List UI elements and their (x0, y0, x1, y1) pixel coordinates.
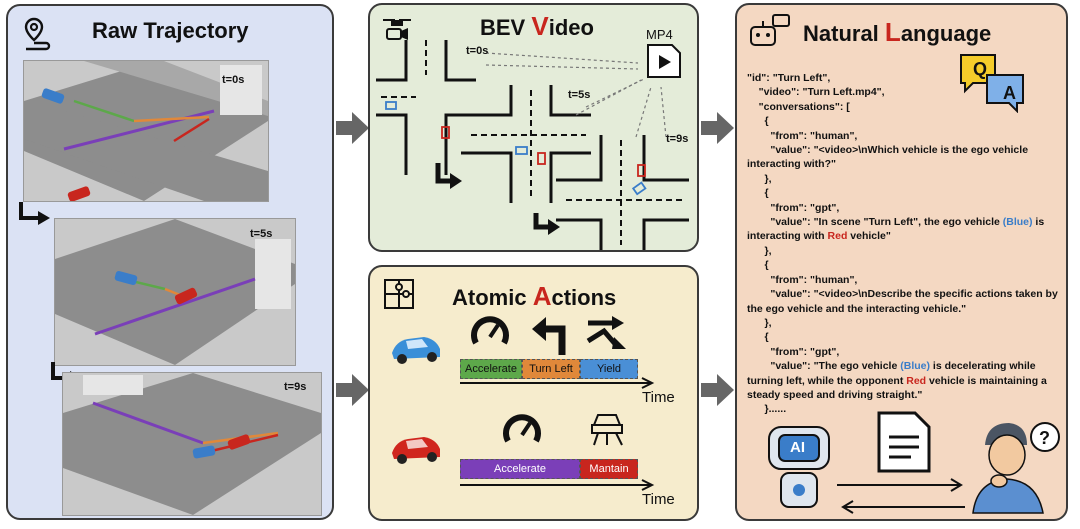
timeline-arrow (460, 479, 655, 491)
natural-language-panel: Natural Language Q A "id": "Turn Left", … (735, 3, 1068, 521)
intersection-illustration (63, 373, 321, 515)
text-span: is decelerating while turning left, whil… (747, 360, 1039, 387)
trajectory-frame-1 (23, 60, 269, 202)
action-segment-accelerate: Accelerate (460, 459, 580, 479)
code-line: "value": "In scene "Turn Left", the ego … (747, 215, 1063, 244)
qa-bubbles-icon (960, 54, 1024, 113)
title-part: ideo (548, 15, 594, 40)
turn-left-icon (532, 317, 566, 355)
right-arrow (701, 374, 734, 406)
time-label: t=9s (666, 133, 689, 145)
right-arrow (701, 112, 734, 144)
red-highlight: Red (827, 230, 848, 243)
panel-title: BEV Video (480, 11, 594, 42)
atomic-actions-panel: Atomic Actions Accelerate Turn Left Yiel… (368, 265, 699, 521)
car-maintain-icon (591, 414, 623, 446)
title-part: BEV (480, 15, 532, 40)
exchange-arrows (837, 478, 965, 514)
blue-highlight: (Blue) (900, 360, 930, 373)
right-arrow (336, 374, 369, 406)
time-label: t=0s (222, 74, 245, 86)
title-part: ctions (551, 285, 617, 310)
blue-highlight: (Blue) (1002, 216, 1033, 229)
title-highlight: A (532, 281, 552, 311)
question-label: Q (973, 59, 988, 79)
video-file-icon (647, 44, 681, 78)
trajectory-frame-3 (62, 372, 322, 516)
trajectory-frame-2 (54, 218, 296, 366)
time-label: t=0s (466, 45, 489, 57)
code-line: { (747, 115, 769, 128)
right-arrow (336, 112, 369, 144)
text-span: vehicle" (847, 230, 891, 243)
code-line: }, (747, 316, 772, 329)
speedometer-icon (471, 316, 509, 345)
ai-robot-icon (768, 426, 830, 508)
code-line: "conversations": [ (747, 100, 850, 113)
code-line: "value": "<video>\nWhich vehicle is the … (747, 144, 1031, 171)
panel-title: Raw Trajectory (92, 18, 249, 43)
location-route-icon (24, 17, 51, 51)
text-span: "value": "In scene "Turn Left", the ego … (747, 216, 1003, 229)
chatbot-icon (750, 14, 790, 46)
raw-trajectory-panel: Raw Trajectory t=0s (6, 4, 334, 520)
code-line: "from": "human", (747, 129, 858, 142)
action-segment-yield: Yield (580, 359, 638, 379)
time-label: t=5s (568, 89, 591, 101)
title-part: Atomic (452, 285, 533, 310)
code-line: { (747, 187, 769, 200)
svg-text:?: ? (1039, 428, 1050, 448)
code-line: { (747, 331, 769, 344)
code-line: "value": "<video>\nDescribe the specific… (747, 288, 1061, 315)
yield-icon (586, 316, 626, 349)
intersection-illustration (55, 219, 295, 365)
code-line: }, (747, 172, 772, 185)
code-line: "value": "The ego vehicle (Blue) is dece… (747, 359, 1063, 402)
red-highlight: Red (906, 374, 927, 387)
document-icon (877, 411, 931, 473)
code-line: }, (747, 244, 772, 257)
puzzle-icon (384, 279, 414, 309)
human-thinking-icon: ? (972, 422, 1060, 514)
time-label: t=9s (284, 381, 307, 393)
title-highlight: V (531, 11, 549, 41)
blue-car-icon (392, 337, 440, 364)
panel-title: Atomic Actions (452, 281, 616, 312)
speedometer-icon (503, 414, 541, 443)
code-line: "from": "gpt", (747, 201, 840, 214)
title-highlight: L (884, 17, 901, 47)
timeline-arrow (460, 377, 655, 389)
ai-label: AI (790, 439, 805, 456)
panel-title: Natural Language (803, 17, 991, 48)
text-span: "value": "The ego vehicle (747, 360, 901, 373)
red-car-icon (392, 437, 440, 464)
title-part: anguage (900, 21, 992, 46)
action-segment-maintain: Mantain (580, 459, 638, 479)
answer-label: A (1003, 83, 1016, 103)
text-span: vehicle is maintaining a steady speed an… (747, 374, 1050, 401)
code-line: "video": "Turn Left.mp4", (747, 86, 885, 99)
code-line: { (747, 259, 769, 272)
conversation-json: "id": "Turn Left", "video": "Turn Left.m… (747, 71, 1063, 417)
action-segment-turn-left: Turn Left (522, 359, 580, 379)
time-axis-label: Time (642, 389, 675, 406)
code-line: "from": "human", (747, 273, 858, 286)
action-segment-accelerate: Accelerate (460, 359, 522, 379)
down-right-arrow (19, 202, 50, 225)
title-part: Natural (803, 21, 885, 46)
mp4-label: MP4 (646, 27, 673, 42)
bev-video-panel: BEV Video (368, 3, 699, 252)
text-span: is interacting with (747, 216, 1048, 243)
intersection-illustration (24, 61, 268, 201)
time-label: t=5s (250, 228, 273, 240)
time-axis-label: Time (642, 491, 675, 508)
code-line: "from": "gpt", (747, 345, 840, 358)
code-line: }...... (747, 403, 787, 416)
bev-illustration (376, 40, 689, 250)
drone-camera-icon (383, 19, 411, 40)
code-line: "id": "Turn Left", (747, 72, 831, 84)
